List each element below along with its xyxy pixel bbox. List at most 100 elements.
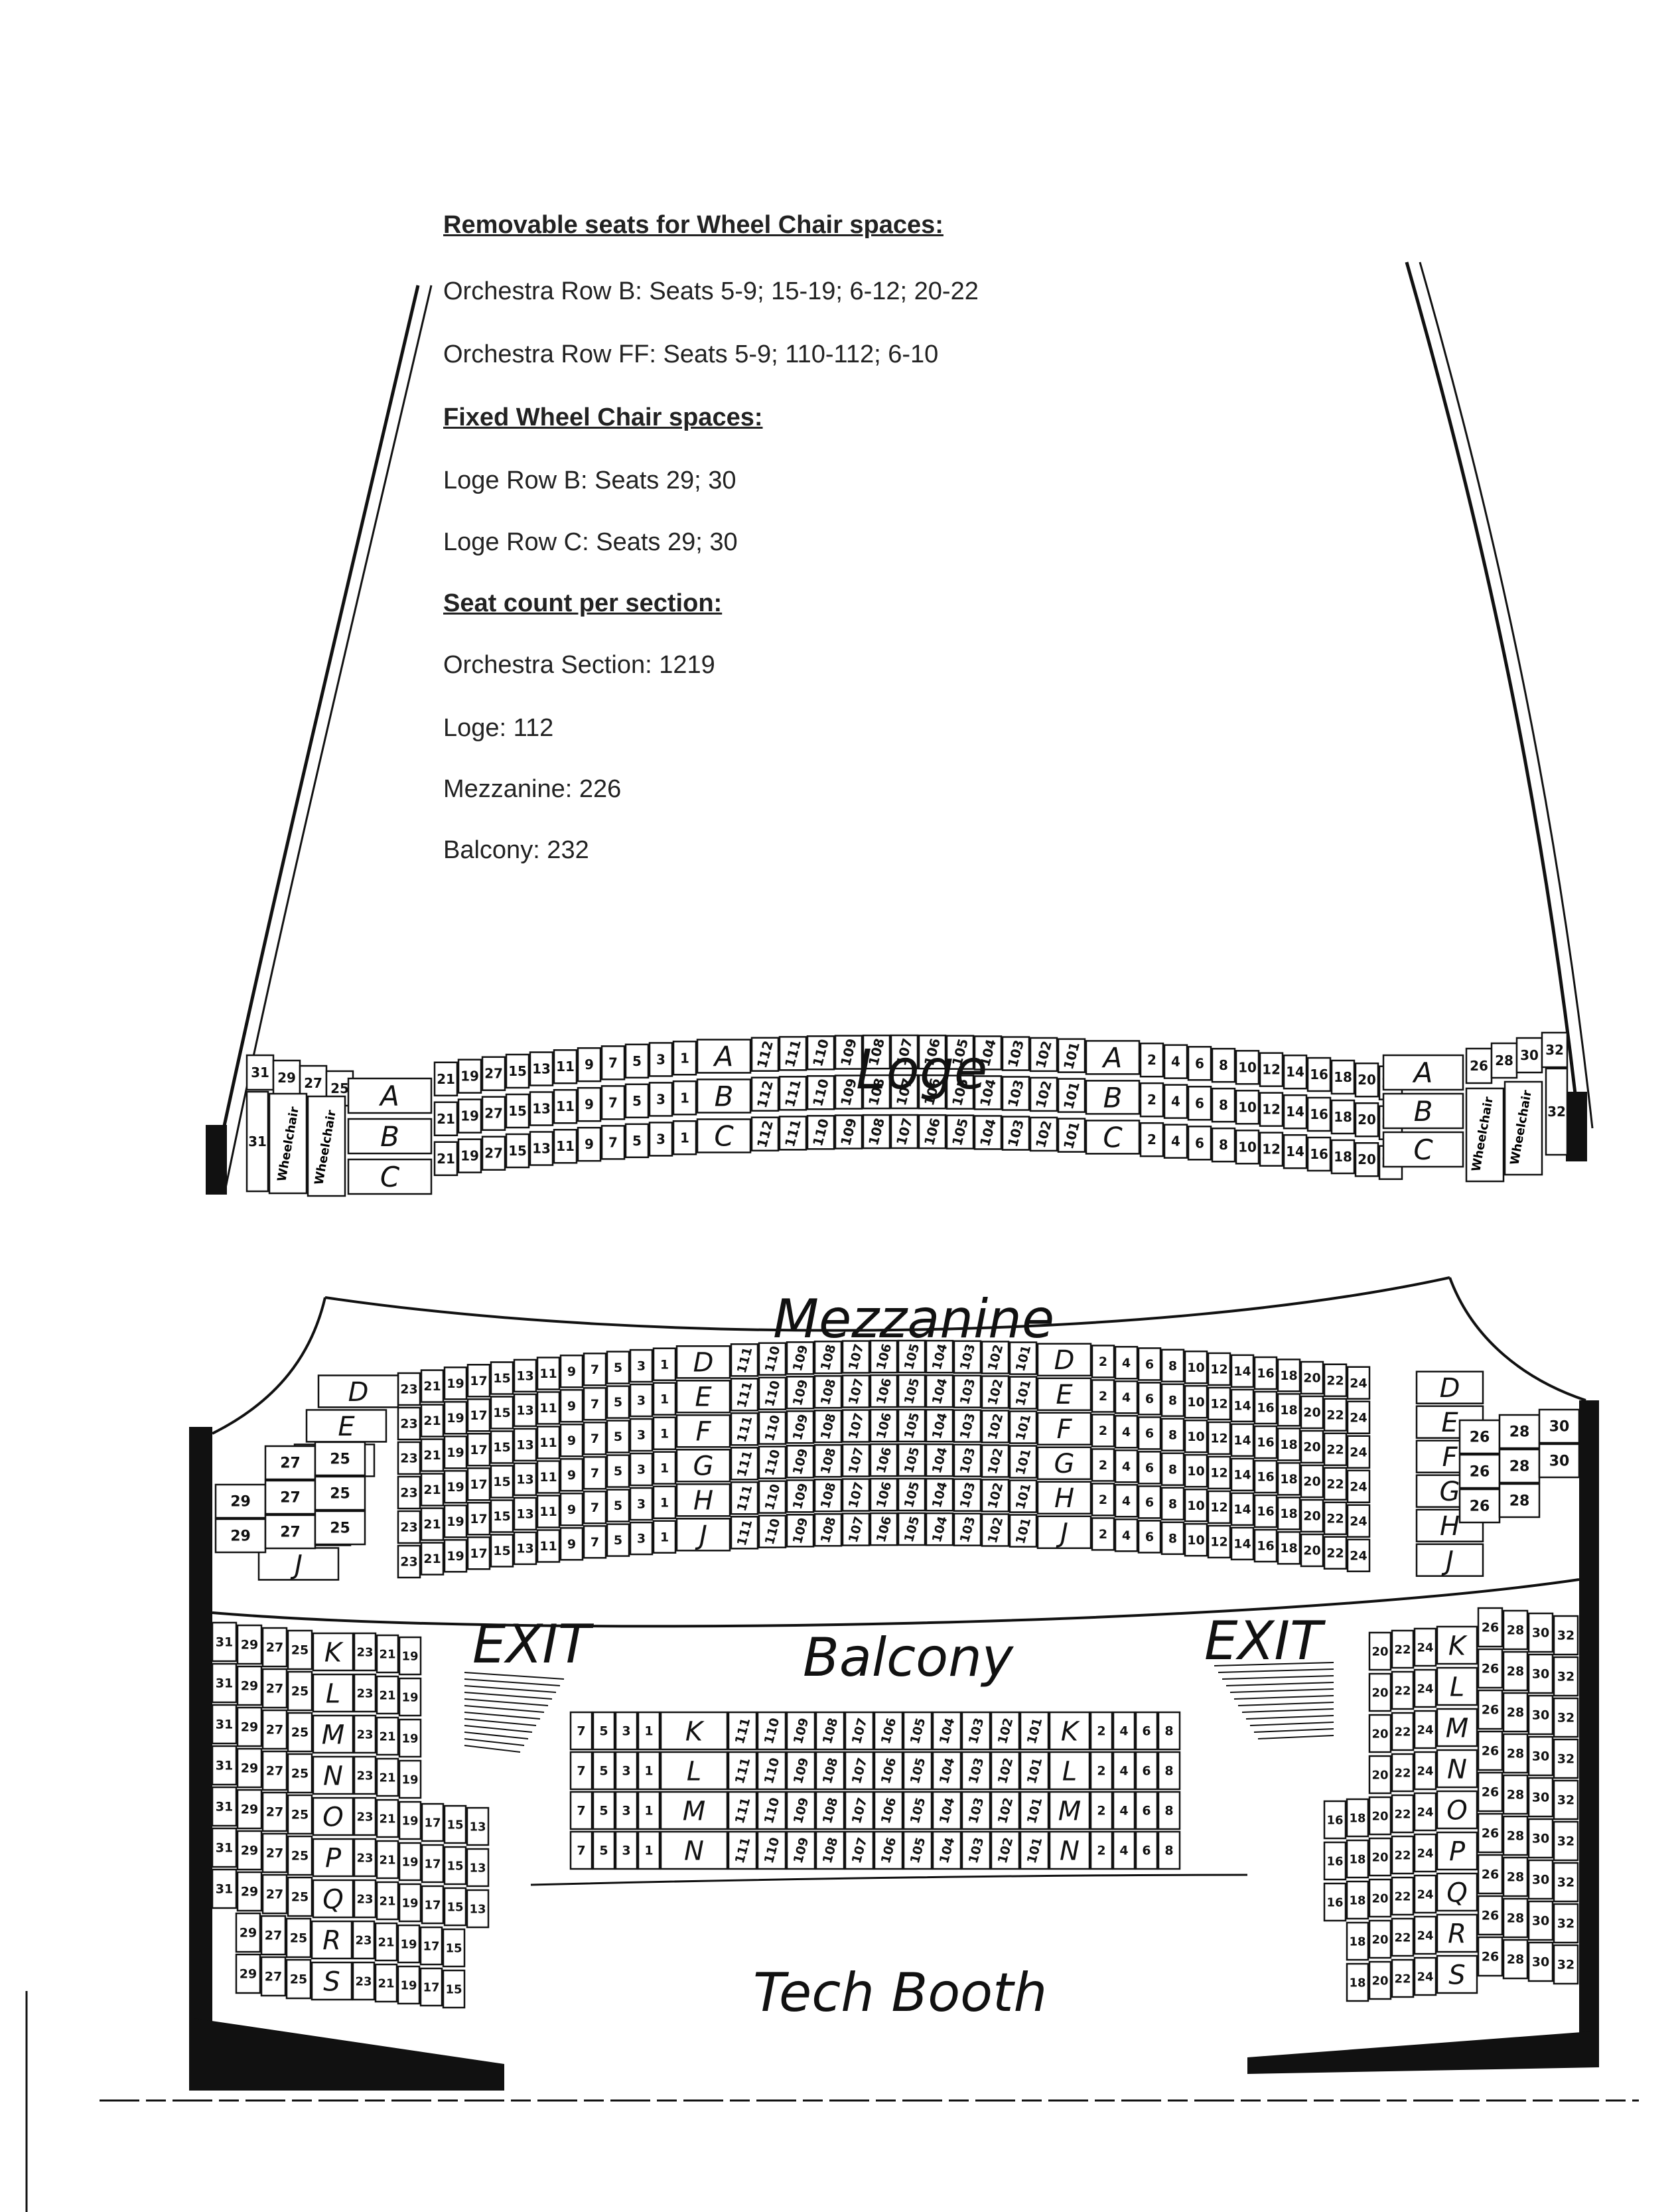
mezz-E-seat-3: 3 [629, 1383, 654, 1418]
balcony-P-seat-15: 15 [443, 1846, 467, 1885]
mezz-H-seat-4-box [1114, 1484, 1139, 1518]
balcony-P-seat-31-label: 31 [216, 1841, 233, 1856]
loge-A-seat-4: 4 [1163, 1044, 1188, 1079]
loge-C-seat-12-label: 12 [1262, 1142, 1281, 1157]
balcony-O-seat-21-label: 21 [379, 1812, 395, 1826]
balcony-M-seat-32-label: 32 [1557, 1711, 1574, 1726]
mezz-E-seat-11: 11 [536, 1391, 561, 1425]
balcony-P-seat-26-box [1477, 1812, 1503, 1854]
mezz-D-seat-9-label: 9 [567, 1364, 576, 1379]
mezz-J-seat-18-label: 18 [1280, 1541, 1297, 1556]
loge-B-seat-14-box [1283, 1094, 1308, 1130]
mezz-J-seat-11-box [536, 1529, 561, 1563]
balcony-row-K-label-center-left-letter: K [685, 1716, 705, 1747]
balcony-row-N-label-center-left-letter: N [684, 1836, 704, 1866]
balcony-L-seat-32-box [1553, 1656, 1579, 1697]
mezz-H-seat-26: 26 [1458, 1453, 1501, 1489]
balcony-R-seat-27-label: 27 [265, 1929, 282, 1943]
balcony-row-S-label-right: S [1436, 1954, 1478, 1994]
loge-A-seat-101: 101 [1057, 1038, 1086, 1073]
balcony-R-seat-29-box [235, 1912, 261, 1953]
balcony-L-seat-107: 107 [844, 1751, 874, 1791]
balcony-M-seat-103-box [961, 1791, 991, 1830]
mezz-G-seat-21-box [420, 1473, 445, 1507]
balcony-N-seat-103: 103 [961, 1830, 991, 1870]
balcony-O-seat-15: 15 [443, 1805, 467, 1844]
mezz-E-seat-1: 1 [652, 1382, 677, 1416]
balcony-O-seat-20-box [1368, 1796, 1392, 1836]
mezz-G-seat-24-label: 24 [1350, 1479, 1367, 1494]
mezz-H-seat-20-label: 20 [1303, 1509, 1320, 1524]
balcony-M-seat-21-label: 21 [379, 1730, 395, 1743]
balcony-L-seat-28-box [1502, 1651, 1529, 1692]
balcony-O-seat-18: 18 [1346, 1798, 1369, 1838]
balcony-L-seat-20-label: 20 [1371, 1686, 1388, 1700]
mezz-F-seat-3: 3 [629, 1418, 654, 1452]
mezz-G-seat-13-label: 13 [516, 1473, 533, 1487]
mezz-F-seat-6-box [1137, 1416, 1162, 1450]
balcony-R-seat-29: 29 [235, 1912, 261, 1953]
balcony-N-seat-27-label: 27 [266, 1764, 283, 1779]
balcony-Q-seat-17-box [421, 1885, 445, 1925]
balcony-S-seat-32-label: 32 [1557, 1958, 1574, 1972]
mezz-E-seat-24-label: 24 [1350, 1410, 1367, 1425]
balcony-K-seat-7: 7 [569, 1711, 593, 1751]
balcony-row-Q-label-left: Q [312, 1879, 354, 1919]
balcony-O-seat-19-box [398, 1801, 422, 1840]
loge-A-seat-32-box [1541, 1031, 1569, 1069]
balcony-N-seat-26: 26 [1477, 1730, 1503, 1771]
balcony-N-seat-7-label: 7 [577, 1844, 585, 1858]
balcony-P-seat-31-box [211, 1827, 238, 1868]
mezz-J-seat-2-box [1091, 1517, 1115, 1551]
loge-A-seat-9: 9 [577, 1047, 602, 1082]
balcony-R-seat-32-label: 32 [1557, 1917, 1574, 1931]
mezz-D-seat-13-box [513, 1359, 537, 1393]
mezz-D-seat-5-box [606, 1351, 630, 1384]
mezz-row-H-label-left: H [675, 1483, 731, 1517]
mezz-F-seat-105-box [897, 1408, 926, 1443]
loge-A-seat-26: 26 [1465, 1047, 1493, 1084]
balcony-M-seat-21: 21 [376, 1716, 399, 1756]
mezz-right-curve [1448, 1277, 1586, 1402]
loge-A-seat-12-label: 12 [1262, 1062, 1281, 1078]
mezz-H-seat-109-box [786, 1479, 815, 1513]
balcony-M-seat-111: 111 [727, 1791, 758, 1830]
exit-label-left: EXIT [472, 1613, 594, 1675]
loge-C-seat-11-label: 11 [556, 1138, 575, 1154]
mezz-E-seat-111-box [730, 1378, 759, 1412]
balcony-M-seat-101: 101 [1019, 1791, 1050, 1830]
mezz-G-seat-18-box [1277, 1462, 1301, 1496]
loge-B-seat-32-box [1545, 1067, 1569, 1156]
mezz-E-seat-9-label: 9 [567, 1399, 576, 1414]
exit-stairs-right [1214, 1662, 1334, 1739]
tech-booth-roof [530, 1874, 1248, 1886]
balcony-N-seat-111: 111 [727, 1830, 758, 1870]
mezz-G-seat-101: 101 [1009, 1445, 1038, 1479]
loge-C-seat-7-label: 7 [608, 1134, 618, 1150]
loge-C-seat-10-label: 10 [1238, 1139, 1257, 1155]
mezz-H-seat-17-box [466, 1502, 491, 1536]
loge-A-seat-5-box [624, 1043, 650, 1079]
mezz-G-seat-23-box [397, 1475, 421, 1510]
mezz-E-seat-1-box [652, 1382, 677, 1416]
balcony-Q-seat-26-box [1477, 1854, 1503, 1895]
loge-B-seat-32-label: 32 [1547, 1104, 1566, 1120]
loge-A-seat-26-label: 26 [1470, 1058, 1488, 1074]
mezz-E-seat-21: 21 [420, 1404, 445, 1438]
balcony-row-K-label-left-box [312, 1632, 354, 1672]
balcony-S-seat-23-box [352, 1961, 376, 2001]
balcony-O-seat-23-box [353, 1797, 377, 1836]
balcony-K-seat-19-label: 19 [401, 1649, 418, 1663]
balcony-M-seat-20-box [1368, 1714, 1392, 1753]
loge-B-seat-31: 31 [245, 1090, 269, 1193]
mezz-D-seat-7-box [583, 1353, 607, 1386]
balcony-M-seat-27: 27 [261, 1709, 288, 1750]
mezz-F-seat-17-box [466, 1433, 491, 1467]
balcony-K-seat-1-box [637, 1711, 661, 1751]
loge-C-seat-11: 11 [553, 1128, 578, 1164]
loge-B-seat-12: 12 [1259, 1092, 1284, 1127]
mezz-G-seat-26: 26 [1458, 1419, 1501, 1455]
balcony-Q-seat-28: 28 [1502, 1856, 1529, 1897]
loge-row-B-label-left: B [696, 1078, 752, 1114]
mezz-J-seat-23-box [397, 1544, 421, 1579]
